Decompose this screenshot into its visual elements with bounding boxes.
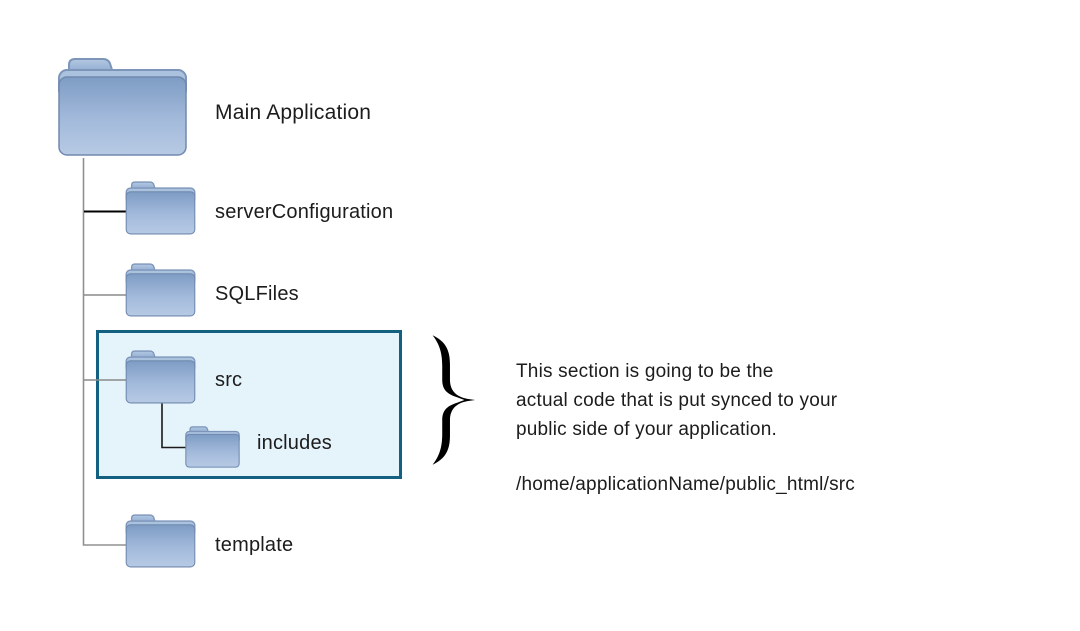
folder-icon-serverconfiguration [125,181,196,235]
folder-front-shape [125,191,196,235]
folder-icon-sqlfiles [125,263,196,317]
folder-label-sqlfiles: SQLFiles [215,283,299,305]
public-html-path-text: /home/applicationName/public_html/src [516,474,855,495]
folder-label-template: template [215,534,294,556]
folder-front-shape [125,524,196,568]
folder-front-shape [185,433,240,468]
annotation-line-3: public side of your application. [516,419,777,440]
folder-label-main-application: Main Application [215,101,372,124]
curly-brace [432,335,476,465]
folder-front-shape [125,273,196,317]
folder-icon-main-application [57,57,188,157]
folder-icon-src [125,350,196,404]
folder-label-serverconfiguration: serverConfiguration [215,201,394,223]
curly-brace-glyph [432,335,476,465]
folder-front-shape [125,360,196,404]
folder-icon-includes [185,426,240,468]
folder-icon-template [125,514,196,568]
annotation-text: This section is going to be the actual c… [516,357,837,444]
folder-front-shape [58,76,187,156]
folder-label-src: src [215,369,243,391]
annotation-line-1: This section is going to be the [516,361,774,382]
folder-label-includes: includes [257,432,332,454]
annotation-line-2: actual code that is put synced to your [516,390,838,411]
